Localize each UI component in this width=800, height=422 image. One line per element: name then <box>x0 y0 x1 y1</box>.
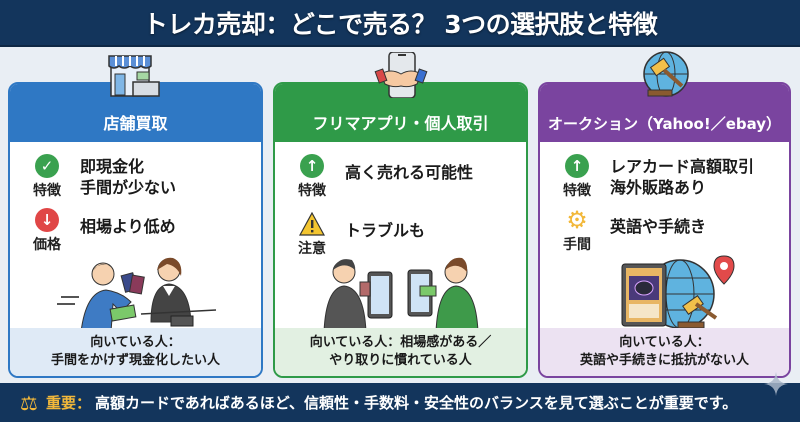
row-label: 特徴 <box>563 183 591 199</box>
row-text: 相場より低め <box>80 217 176 236</box>
scales-icon: ⚖ <box>20 390 38 415</box>
row-text: 即現金化 手間が少ない <box>80 157 177 197</box>
important-note-bar: ⚖ 重要： 高額カードであればあるほど、信頼性・手数料・安全性のバランスを見て選… <box>0 383 800 422</box>
card-footer-target-user: 向いている人： 英語や手続きに抵抗がない人 <box>540 328 789 376</box>
row-label: 手間 <box>563 237 591 253</box>
storefront-register-icon <box>108 55 160 97</box>
card-footer-target-user: 向いている人： 手間をかけず現金化したい人 <box>10 328 261 376</box>
rare-card-globe-illustration <box>540 252 789 332</box>
caution-row: 注意 トラブルも <box>275 212 526 258</box>
card-header: オークション（Yahoo!／ebay） <box>540 84 789 142</box>
feature-row: ↑ 特徴 高く売れる可能性 <box>275 154 526 200</box>
smartphone-handshake-icon <box>374 52 428 98</box>
up-arrow-circle-icon: ↑ <box>565 154 589 178</box>
row-label: 特徴 <box>33 183 61 199</box>
sparkle-icon <box>764 372 788 396</box>
effort-row: ⚙ 手間 英語や手続き <box>540 206 789 254</box>
gear-icon: ⚙ <box>566 206 588 234</box>
row-label: 注意 <box>298 241 326 257</box>
feature-row: ✓ 特徴 即現金化 手間が少ない <box>10 154 261 200</box>
card-flea-market-app: フリマアプリ・個人取引 ↑ 特徴 高く売れる可能性 注意 トラブルも <box>273 82 528 378</box>
warning-triangle-icon <box>299 212 325 236</box>
card-header: フリマアプリ・個人取引 <box>275 84 526 142</box>
tablet-trade-illustration <box>275 252 526 332</box>
down-arrow-circle-icon: ↓ <box>35 208 59 232</box>
important-label: 重要： <box>45 394 91 412</box>
price-row: ↓ 価格 相場より低め <box>10 208 261 254</box>
row-text: 高く売れる可能性 <box>345 163 474 182</box>
row-text: 英語や手続き <box>610 217 707 236</box>
row-text: レアカード高額取引 海外販路あり <box>610 157 755 197</box>
card-auction: オークション（Yahoo!／ebay） ↑ 特徴 レアカード高額取引 海外販路あ… <box>538 82 791 378</box>
shop-clerk-illustration <box>10 252 261 332</box>
row-label: 特徴 <box>298 183 326 199</box>
row-text: トラブルも <box>345 221 426 240</box>
check-circle-icon: ✓ <box>35 154 59 178</box>
row-label: 価格 <box>33 237 61 253</box>
feature-row: ↑ 特徴 レアカード高額取引 海外販路あり <box>540 154 789 200</box>
title-bar: トレカ売却：どこで売る？ 3つの選択肢と特徴 <box>0 0 800 47</box>
up-arrow-circle-icon: ↑ <box>300 154 324 178</box>
important-text: 高額カードであればあるほど、信頼性・手数料・安全性のバランスを見て選ぶことが重要… <box>94 394 738 412</box>
card-footer-target-user: 向いている人：相場感がある／ やり取りに慣れている人 <box>275 328 526 376</box>
globe-gavel-icon <box>643 51 689 97</box>
page-title: トレカ売却：どこで売る？ 3つの選択肢と特徴 <box>142 9 658 39</box>
card-store-buyback: 店舗買取 ✓ 特徴 即現金化 手間が少ない ↓ 価格 相場より低め <box>8 82 263 378</box>
